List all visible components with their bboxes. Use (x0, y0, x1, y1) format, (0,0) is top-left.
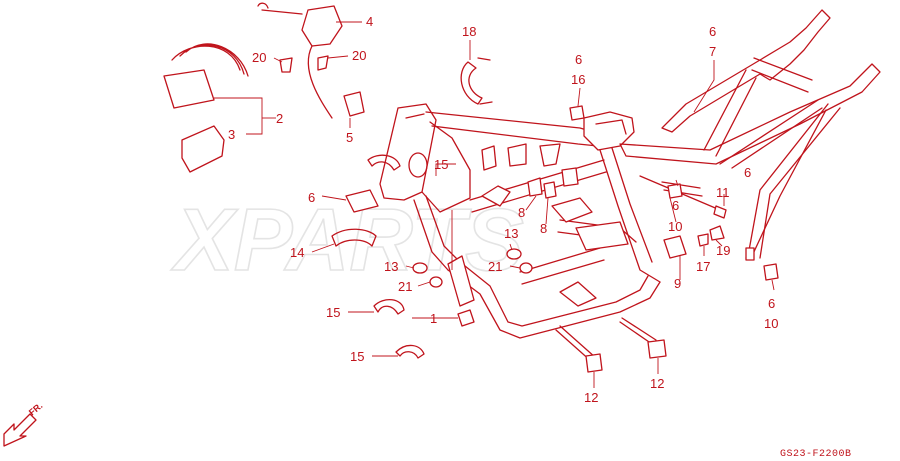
gusset-plate (421, 121, 471, 213)
front-lug (345, 189, 379, 213)
callout-15-lower: 15 (350, 349, 364, 364)
down-tube (413, 195, 461, 271)
band-15-lower (395, 344, 425, 359)
callout-1: 1 (430, 311, 437, 326)
washer-21-left (429, 276, 443, 288)
mount-block-lower (575, 221, 629, 251)
callouts: 4 2 3 20 20 5 18 6 16 6 7 6 15 14 15 15 … (228, 14, 778, 405)
lower-cradle (447, 261, 661, 339)
diagram-code: GS23-F2200B (780, 449, 852, 460)
mount-bracket-mid (507, 143, 527, 167)
bolt-20-right (317, 55, 329, 71)
callout-5: 5 (346, 130, 353, 145)
washer-21-right (519, 262, 533, 274)
callout-20-left: 20 (252, 50, 266, 65)
callout-6-front: 6 (308, 190, 315, 205)
callout-16: 16 (571, 72, 585, 87)
callout-17: 17 (696, 259, 710, 274)
band-18 (460, 61, 483, 105)
callout-2: 2 (276, 111, 283, 126)
callout-20-right: 20 (352, 48, 366, 63)
nut-16 (569, 105, 585, 121)
seat-node (583, 111, 635, 151)
callout-10-mid: 10 (668, 219, 682, 234)
small-parts (331, 57, 779, 373)
callout-19: 19 (716, 243, 730, 258)
subframe-upper-rail (661, 9, 831, 133)
rubber-block-8b (543, 181, 557, 199)
nut-13-right (506, 248, 522, 260)
bolt-6-mid (667, 183, 683, 199)
rear-spar (599, 147, 661, 283)
callout-4: 4 (366, 14, 373, 29)
frame-body (345, 103, 661, 339)
mount-bracket-upper (481, 145, 497, 171)
front-arrow-icon (3, 413, 37, 447)
callout-10-foot: 10 (764, 316, 778, 331)
rubber-block-8a (527, 177, 543, 197)
subframe-leg (747, 103, 841, 259)
band-14 (331, 228, 377, 247)
callout-12-right: 12 (650, 376, 664, 391)
collar-1 (457, 309, 475, 327)
subframe-foot (745, 247, 755, 261)
bolt-12-right (619, 317, 657, 345)
coil-hv-lead (307, 45, 333, 119)
callout-6-subframe: 6 (709, 24, 716, 39)
callout-9: 9 (674, 276, 681, 291)
callout-21-right: 21 (488, 259, 502, 274)
callout-14: 14 (290, 245, 304, 260)
spark-plug-cap (343, 91, 365, 117)
bolt-6-right (763, 263, 779, 281)
bolt-19 (709, 225, 725, 241)
cdi-rubber-mount (181, 125, 225, 173)
callout-18: 18 (462, 24, 476, 39)
callout-11: 11 (716, 185, 730, 200)
callout-15-mid: 15 (326, 305, 340, 320)
head-pipe (379, 103, 437, 201)
callout-6-seat: 6 (575, 52, 582, 67)
mount-bracket-right (539, 143, 561, 167)
subframe-lower-rail (619, 63, 881, 165)
coil-wire (257, 2, 303, 15)
cdi-unit-box (163, 69, 215, 109)
mount-plate-left (481, 185, 511, 207)
band-15-upper (367, 154, 401, 171)
callout-8-right: 8 (540, 221, 547, 236)
nut-13-left (412, 262, 428, 274)
bolt-20-left (279, 57, 293, 73)
rubber-block-top (561, 167, 579, 187)
callout-8-left: 8 (518, 205, 525, 220)
watermark: XPARTS (170, 190, 524, 289)
cover-9 (663, 235, 687, 259)
callout-12-left: 12 (584, 390, 598, 405)
leader-lines (214, 21, 775, 388)
ignition-coil (301, 5, 343, 47)
callout-15-upper: 15 (434, 157, 448, 172)
sub-frame (619, 9, 881, 261)
callout-6-mid: 6 (672, 198, 679, 213)
collar-17 (697, 233, 709, 247)
subframe-strut-a (703, 69, 757, 157)
cross-member-3 (519, 247, 605, 285)
subframe-crossbar (751, 57, 813, 93)
callout-13-left: 13 (384, 259, 398, 274)
lower-left-bracket (447, 255, 475, 307)
callout-21-left: 21 (398, 279, 412, 294)
cdi-wires (171, 43, 249, 77)
mount-plate-centre (551, 197, 593, 223)
callout-7: 7 (709, 44, 716, 59)
lower-right-bracket (559, 281, 597, 307)
callout-13-right: 13 (504, 226, 518, 241)
electrical-parts (163, 2, 365, 173)
subframe-strut-b (719, 99, 823, 169)
band-15-mid (373, 299, 405, 315)
callout-3: 3 (228, 127, 235, 142)
head-pipe-bore (408, 152, 428, 178)
callout-6-rear: 6 (744, 165, 751, 180)
front-arrow: FR. (3, 401, 44, 447)
callout-6-foot: 6 (768, 296, 775, 311)
